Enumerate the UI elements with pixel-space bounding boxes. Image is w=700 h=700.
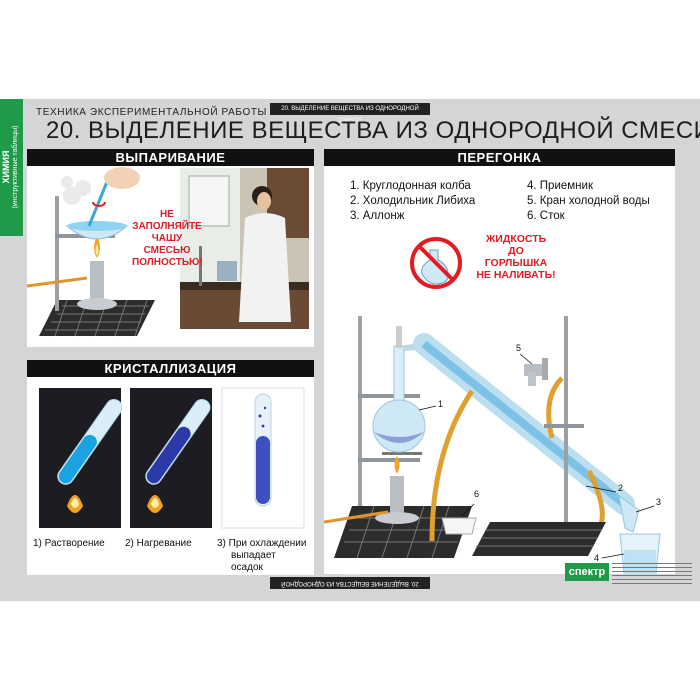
hand xyxy=(104,167,140,189)
label-2: 2 xyxy=(618,483,624,493)
label-6: 6 xyxy=(474,489,480,499)
series-subtitle: ТЕХНИКА ЭКСПЕРИМЕНТАЛЬНОЙ РАБОТЫ xyxy=(36,107,268,118)
distillation-heading: ПЕРЕГОНКА xyxy=(324,149,675,166)
caption-cooling: 3) При охлаждении выпадает осадок xyxy=(217,538,307,573)
poster: ХИМИЯ (инструктивные таблицы) ТЕХНИКА ЭК… xyxy=(0,99,700,601)
steam xyxy=(61,176,91,205)
distillation-panel: ПЕРЕГОНКА 1. Круглодонная колба 2. Холод… xyxy=(324,149,675,574)
right-base-grid xyxy=(472,522,606,556)
evaporation-warning: НЕ ЗАПОЛНЯЙТЕ ЧАШУ СМЕСЬЮ ПОЛНОСТЬЮ! xyxy=(132,209,203,268)
label-5: 5 xyxy=(516,343,522,353)
water-faucet xyxy=(524,358,548,386)
distillation-illustration xyxy=(324,237,661,574)
prohibition-icon xyxy=(410,237,462,289)
heating-tube xyxy=(130,388,212,528)
lab-photo xyxy=(180,168,309,329)
stand-rod xyxy=(55,196,59,311)
dissolving-tube xyxy=(39,388,123,528)
left-base-grid xyxy=(334,505,472,559)
evaporating-dish xyxy=(65,221,129,240)
left-stand-rod xyxy=(358,316,362,516)
imprint-lines xyxy=(612,563,692,585)
caption-dissolving: 1) Растворение xyxy=(33,538,105,549)
evaporation-panel: ВЫПАРИВАНИЕ xyxy=(27,149,314,347)
subject-tab: ХИМИЯ (инструктивные таблицы) xyxy=(0,99,23,236)
drain-cup xyxy=(441,517,477,535)
evaporation-heading: ВЫПАРИВАНИЕ xyxy=(27,149,314,166)
label-1: 1 xyxy=(438,399,444,409)
crystallization-heading: КРИСТАЛЛИЗАЦИЯ xyxy=(27,360,314,377)
subject-sublabel: (инструктивные таблицы) xyxy=(12,125,19,209)
crystallization-panel: КРИСТАЛЛИЗАЦИЯ xyxy=(27,360,314,575)
distillation-warning: ЖИДКОСТЬ ДО ГОРЛЫШКА НЕ НАЛИВАТЬ! xyxy=(476,233,556,281)
legend-right: 4. Приемник 5. Кран холодной воды 6. Сто… xyxy=(527,180,650,222)
evaporation-illustration xyxy=(27,167,309,337)
caption-heating: 2) Нагревание xyxy=(125,538,192,549)
legend-left: 1. Круглодонная колба 2. Холодильник Либ… xyxy=(350,180,476,222)
cooling-tube xyxy=(221,387,305,529)
page-title: 20. ВЫДЕЛЕНИЕ ВЕЩЕСТВА ИЗ ОДНОРОДНОЙ СМЕ… xyxy=(46,117,700,144)
burner xyxy=(77,236,117,310)
top-title-strip: 20. ВЫДЕЛЕНИЕ ВЕЩЕСТВА ИЗ ОДНОРОДНОЙ СМЕ… xyxy=(270,103,430,124)
bottom-title-strip: 20. ВЫДЕЛЕНИЕ ВЕЩЕСТВА ИЗ ОДНОРОДНОЙ СМЕ… xyxy=(270,568,430,589)
label-4: 4 xyxy=(594,553,600,563)
subject-label: ХИМИЯ xyxy=(1,150,11,184)
label-3: 3 xyxy=(656,497,662,507)
publisher-logo: спектр xyxy=(565,563,609,581)
tripod-grid xyxy=(39,299,155,337)
crystallization-illustration xyxy=(39,387,305,529)
adapter xyxy=(618,494,640,533)
right-stand-rod xyxy=(564,316,568,526)
round-bottom-flask xyxy=(372,326,426,453)
distillation-burner xyxy=(375,456,419,524)
